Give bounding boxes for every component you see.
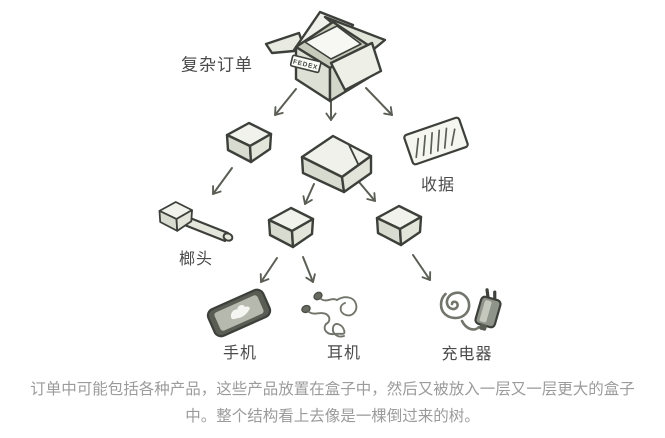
charger-coiled-cable: [439, 291, 471, 320]
fedex-label: FEDEX: [289, 54, 322, 74]
earbud-cable: [323, 323, 346, 338]
earbud-right: [301, 304, 311, 314]
receipt-text-lines: [415, 127, 456, 159]
inner-box-2-icon: [375, 204, 423, 247]
charger-adapter: [474, 288, 502, 331]
charger-adapter-highlight: [479, 300, 492, 323]
arrow-inner-box-1-to-earbuds: [302, 256, 316, 283]
earbud-cable: [308, 311, 331, 325]
arrow-inner-box-1-to-phone: [259, 257, 278, 283]
node-label-charger: 充电器: [441, 346, 493, 363]
node-label-hammer: 榔头: [178, 251, 214, 268]
receipt-icon: [403, 116, 469, 166]
small-box-icon: [225, 121, 273, 164]
box-inner-paper: [304, 25, 362, 60]
medium-box-icon: [300, 134, 373, 194]
earbud-cable: [320, 298, 338, 302]
charger-icon: [439, 288, 502, 331]
arrow-medium-box-to-inner-box-2: [358, 181, 376, 202]
inner-box-1-icon: [267, 206, 315, 249]
node-label-earbuds: 耳机: [326, 345, 362, 362]
charger-cable-tail: [460, 319, 481, 331]
phone-icon: [206, 288, 272, 338]
caption: 订单中可能包括各种产品，这些产品放置在盒子中，然后又被放入一层又一层更大的盒子中…: [30, 381, 635, 425]
node-label-receipt: 收据: [420, 177, 456, 194]
bird-logo-icon: [231, 304, 250, 320]
node-label-root: 复杂订单: [181, 55, 253, 75]
charger-cable-connector: [479, 323, 487, 331]
tree-arrows: [212, 87, 432, 283]
hammer-handle-tip: [222, 232, 234, 242]
arrow-root-to-receipt: [365, 87, 393, 116]
node-label-phone: 手机: [222, 345, 258, 362]
arrow-inner-box-2-to-charger: [412, 254, 432, 281]
earbuds-icon: [301, 291, 358, 338]
earbud-left: [313, 291, 323, 301]
arrow-small-box-to-hammer: [212, 167, 233, 195]
arrow-medium-box-to-inner-box-1: [302, 183, 315, 205]
medium-box-right: [340, 154, 373, 194]
arrow-root-to-small-box: [274, 88, 297, 116]
earbud-cable: [336, 296, 358, 317]
charger-prongs: [485, 288, 497, 301]
fedex-box-icon: FEDEX: [264, 10, 387, 103]
box-flap-front-hanging: [329, 41, 383, 92]
hammer-icon: [158, 201, 234, 243]
